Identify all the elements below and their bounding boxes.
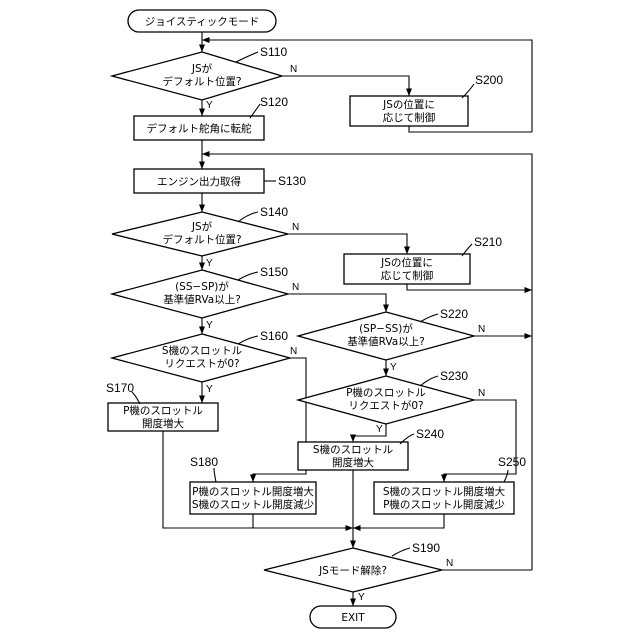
yes-label-s190: Y — [358, 592, 365, 603]
edge-s140-no-s210 — [288, 234, 407, 254]
process-s120: デフォルト舵角に転舵 — [134, 116, 264, 140]
process-s240: S機のスロットル 開度増大 — [298, 442, 408, 470]
start-label: ジョイスティックモード — [145, 16, 260, 28]
edge-s150-no-s220 — [288, 294, 386, 312]
step-s240: S240 — [416, 427, 444, 441]
s250-line-1: S機のスロットル開度増大 — [383, 485, 506, 498]
end-terminal: EXIT — [310, 606, 396, 628]
no-label-s140: N — [292, 222, 299, 233]
process-s130: エンジン出力取得 — [134, 169, 264, 193]
s160-line-1: S機のスロットル — [162, 344, 242, 357]
process-s200: JSの位置に 応じて制御 — [350, 96, 468, 126]
step-s180: S180 — [190, 455, 218, 469]
s150-line-1: (SS−SP)が — [175, 280, 229, 293]
step-s220: S220 — [440, 307, 468, 321]
s230-line-1: P機のスロットル — [346, 386, 426, 399]
no-label-s190: N — [446, 558, 453, 569]
edge-s110-no-s200 — [282, 76, 409, 96]
s110-line-2: デフォルト位置? — [162, 75, 241, 88]
step-s110: S110 — [260, 45, 287, 59]
start-terminal: ジョイスティックモード — [128, 10, 276, 32]
s200-line-2: 応じて制御 — [383, 111, 436, 124]
step-s150: S150 — [260, 265, 288, 279]
s180-line-2: S機のスロットル開度減少 — [192, 498, 314, 511]
edge-s230-no-s250 — [444, 400, 516, 482]
s220-line-1: (SP−SS)が — [359, 322, 413, 335]
s180-line-1: P機のスロットル開度増大 — [192, 485, 314, 498]
no-label-s220: N — [478, 324, 485, 335]
s210-line-1: JSの位置に — [380, 256, 433, 269]
step-s190: S190 — [412, 541, 440, 555]
step-s250: S250 — [498, 455, 526, 469]
s250-line-2: P機のスロットル開度減少 — [383, 498, 505, 511]
process-s180: P機のスロットル開度増大 S機のスロットル開度減少 — [190, 482, 316, 514]
process-s170: P機のスロットル 開度増大 — [108, 403, 218, 431]
process-s210: JSの位置に 応じて制御 — [344, 254, 470, 284]
step-s210: S210 — [474, 235, 502, 249]
yes-label-s150: Y — [206, 320, 213, 331]
s240-line-1: S機のスロットル — [313, 443, 393, 456]
s170-line-1: P機のスロットル — [123, 404, 203, 417]
s170-line-2: 開度増大 — [142, 417, 184, 430]
step-s120: S120 — [260, 95, 288, 109]
no-label-s160: N — [290, 346, 297, 357]
s200-line-1: JSの位置に — [382, 98, 435, 111]
s190-line-1: JSモード解除? — [318, 564, 387, 577]
s160-line-2: リクエストが0? — [164, 357, 239, 370]
step-s200: S200 — [475, 73, 503, 87]
step-s230: S230 — [440, 369, 468, 383]
s220-line-2: 基準値RVa以上? — [347, 335, 425, 348]
yes-label-s220: Y — [390, 362, 397, 373]
step-s170: S170 — [106, 381, 134, 395]
yes-label-s230: Y — [376, 424, 383, 435]
decision-s230: P機のスロットル リクエストが0? — [298, 376, 474, 424]
process-s250: S機のスロットル開度増大 P機のスロットル開度減少 — [374, 482, 514, 514]
decision-s110: JSが デフォルト位置? — [112, 52, 282, 100]
yes-label-s110: Y — [206, 100, 213, 111]
no-label-s230: N — [478, 388, 485, 399]
s150-line-2: 基準値RVa以上? — [163, 293, 241, 306]
s140-line-1: JSが — [191, 220, 213, 233]
s230-line-2: リクエストが0? — [348, 399, 423, 412]
step-s160: S160 — [260, 329, 288, 343]
yes-label-s160: Y — [206, 384, 213, 395]
step-s130: S130 — [278, 174, 306, 188]
edge-s250-merge — [353, 514, 444, 528]
s140-line-2: デフォルト位置? — [162, 233, 241, 246]
no-label-s150: N — [292, 282, 299, 293]
edge-s210-loop2 — [407, 284, 532, 290]
no-label-s110: N — [290, 64, 297, 75]
s240-line-2: 開度増大 — [332, 456, 374, 469]
s130-line-1: エンジン出力取得 — [157, 175, 241, 188]
s210-line-2: 応じて制御 — [381, 269, 434, 282]
end-label: EXIT — [341, 612, 365, 624]
yes-label-s140: Y — [206, 258, 213, 269]
step-s140: S140 — [260, 205, 288, 219]
edge-s200-loop1 — [409, 126, 532, 132]
s110-line-1: JSが — [191, 62, 213, 75]
s120-line-1: デフォルト舵角に転舵 — [147, 122, 252, 135]
